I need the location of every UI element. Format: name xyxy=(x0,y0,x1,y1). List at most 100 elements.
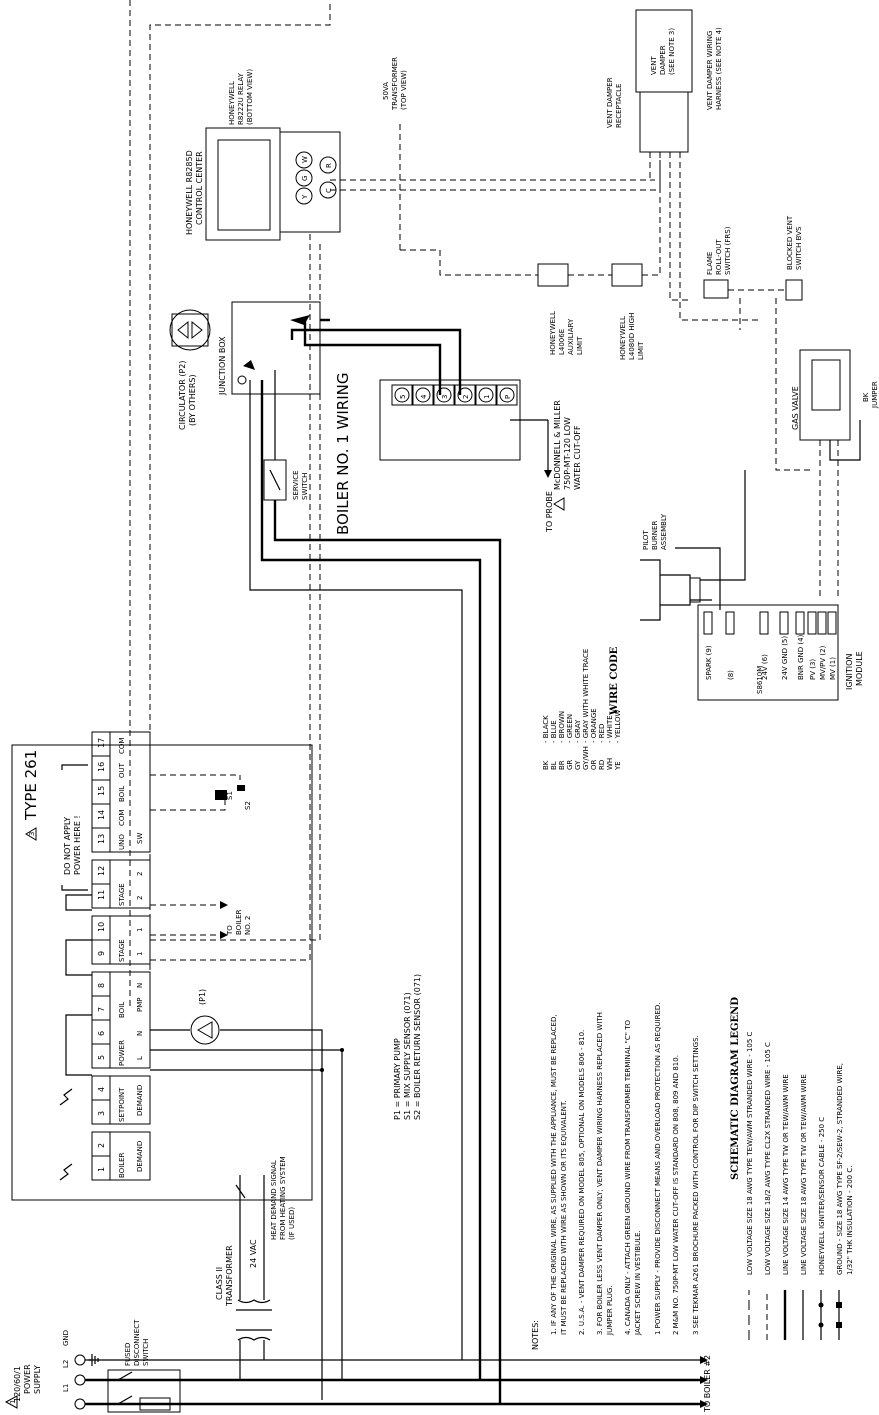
lwco-terminal xyxy=(457,387,473,403)
note-line: JUMPER PLUG. xyxy=(606,1285,614,1336)
lwco-line3: WATER CUT-OFF xyxy=(573,425,582,490)
wire-code-name: - RED xyxy=(598,724,606,743)
wire-code-name: - BROWN xyxy=(558,711,566,743)
lwco-terminal xyxy=(394,387,410,403)
control-center-line1: HONEYWELL R8285D xyxy=(185,150,194,235)
jumper-line2: JUMPER xyxy=(871,381,879,409)
terminal-block xyxy=(91,731,151,853)
aux-limit-line4: LIMIT xyxy=(576,336,584,355)
gas-valve-label: GAS VALVE xyxy=(791,386,800,430)
power-title-line3: SUPPLY xyxy=(33,1365,42,1394)
terminal-l2: L2 xyxy=(62,1360,70,1368)
transformer-terminal-label: C xyxy=(325,188,333,193)
class-ii-transformer: CLASS II TRANSFORMER 24 VAC HEAT DEMAND … xyxy=(215,1156,296,1380)
type261-title: TYPE 261 xyxy=(22,750,40,821)
lwco-terminal xyxy=(415,387,431,403)
legend-title: SCHEMATIC DIAGRAM LEGEND xyxy=(730,997,741,1180)
fused-disconnect-switch xyxy=(107,1369,181,1413)
transformer-terminal xyxy=(319,156,337,174)
terminal-subname: L xyxy=(136,1056,144,1060)
wire-code-name: - GRAY WITH WHITE TRACE xyxy=(582,649,590,743)
notes-title: NOTES: xyxy=(531,1320,540,1350)
legend-item: LOW VOLTAGE SIZE 18 AWG TYPE TEW/AWM STR… xyxy=(746,1031,754,1275)
terminal-subname: 2 xyxy=(136,896,144,900)
transformer-terminal-label: R xyxy=(325,163,333,168)
module-terminal-label: 24V GND (5) xyxy=(781,636,789,680)
ignition-module-line1: IGNITION xyxy=(845,654,854,690)
module-terminal-label: MV (1) xyxy=(829,657,837,680)
terminal-name: BOIL xyxy=(118,1002,126,1018)
transformer50-line1: 50VA xyxy=(382,82,390,100)
pump-legend-line1: P1 = PRIMARY PUMP xyxy=(393,1038,402,1120)
bvs-line2: SWITCH BVS xyxy=(795,226,803,270)
terminal-number: 2 xyxy=(97,1143,106,1148)
terminal-number: 1 xyxy=(97,1167,106,1172)
wire-code-abbrev: GR xyxy=(566,760,574,770)
to-boiler2-label: TO BOILER #2 xyxy=(703,1355,712,1413)
lwco-terminal-label: 5 xyxy=(399,395,407,399)
module-terminal-label: PV (3) xyxy=(809,659,817,680)
aux-limit-line1: HONEYWELL xyxy=(549,311,557,355)
notes-section: NOTES: 1. IF ANY OF THE ORIGINAL WIRE, A… xyxy=(531,1002,700,1350)
gnd-terminal xyxy=(74,1354,86,1366)
pump-p1-icon xyxy=(190,1015,220,1045)
frs-line1: FLAME xyxy=(706,252,714,275)
legend-section: SCHEMATIC DIAGRAM LEGEND LOW VOLTAGE SIZ… xyxy=(730,997,854,1340)
to-probe-label: TO PROBE xyxy=(545,491,554,533)
terminal-number: 3 xyxy=(97,1111,106,1116)
module-terminal xyxy=(703,611,713,635)
warning-triangle-icon xyxy=(25,827,37,841)
high-limit xyxy=(611,263,643,287)
vent-harness-line2: HARNESS (SEE NOTE 4) xyxy=(715,27,723,110)
transformer-terminal xyxy=(295,169,313,187)
vent-damper-receptacle xyxy=(639,91,689,153)
service-switch-line2: SWITCH xyxy=(301,473,309,500)
power-title-line2: POWER xyxy=(23,1364,32,1394)
lwco-terminal-label: 1 xyxy=(483,395,491,399)
boiler-section: BOILER NO. 1 WIRING HONEYWELL R8285D CON… xyxy=(169,9,879,1404)
flame-rollout-switch xyxy=(703,279,729,299)
circulator-p2-icon xyxy=(169,309,211,351)
pump-p1-label: (P1) xyxy=(198,989,207,1005)
terminal-number: 6 xyxy=(97,1031,106,1036)
vent-damper-line3: (SEE NOTE 3) xyxy=(668,28,676,75)
aux-limit-line2: L4006E xyxy=(558,329,566,355)
legend-item: 1/32" THK INSULATION - 200 C. xyxy=(846,1166,854,1275)
type-261-control: 3 TYPE 261 DO NOT APPLY POWER HERE ! 12B… xyxy=(11,731,344,1400)
module-terminal-label: 24V (6) xyxy=(761,654,769,680)
junction-box-label: JUNCTION BOX xyxy=(218,336,227,396)
pilot-line3: ASSEMBLY xyxy=(660,513,668,550)
lwco-line2: 750P-MT-120 LOW xyxy=(563,417,572,490)
frs-line3: SWITCH (FRS) xyxy=(724,226,732,275)
terminal-subname: DEMAND xyxy=(136,1141,144,1172)
module-terminal-label: BNR GND (4) xyxy=(797,634,805,680)
wire-code-abbrev: GY/WH xyxy=(582,746,590,770)
note-line: 1 POWER SUPPLY - PROVIDE DISCONNECT MEAN… xyxy=(654,1002,662,1335)
note-line: 2 M&M NO. 750P-MT LOW WATER CUT-OFF IS S… xyxy=(672,1055,680,1335)
pump-legend-line3: S2 = BOILER RETURN SENSOR (071) xyxy=(413,974,422,1120)
module-terminal xyxy=(779,611,789,635)
terminal-number: 5 xyxy=(97,1055,106,1060)
wire-code-name: - ORANGE xyxy=(590,708,598,743)
terminal-l1: L1 xyxy=(62,1384,70,1392)
terminal-name: BOIL xyxy=(118,786,126,802)
l1-terminal xyxy=(74,1398,86,1410)
terminal-subname: N xyxy=(136,983,144,988)
note-line: 3. FOR BOILER LESS VENT DAMPER ONLY; VEN… xyxy=(596,1012,604,1335)
warning-triangle-icon xyxy=(553,497,565,511)
vent-damper-line2: DAMPER xyxy=(659,45,667,75)
vac-label: 24 VAC xyxy=(249,1239,258,1268)
terminal-number: 12 xyxy=(97,866,106,876)
wire-code-name: - YELLOW xyxy=(614,709,622,743)
terminal-number: 4 xyxy=(97,1087,106,1092)
terminal-subname: SW xyxy=(136,833,144,844)
control-center-line2: CONTROL CENTER xyxy=(195,151,204,225)
sensor-s1-label: S1 xyxy=(226,791,234,800)
terminal-subname: 2 xyxy=(136,872,144,876)
warning-triangle-icon xyxy=(4,1395,18,1409)
l2-terminal xyxy=(74,1374,86,1386)
to-boiler2-line1: TO xyxy=(226,925,234,936)
high-limit-line3: LIMIT xyxy=(637,341,645,360)
